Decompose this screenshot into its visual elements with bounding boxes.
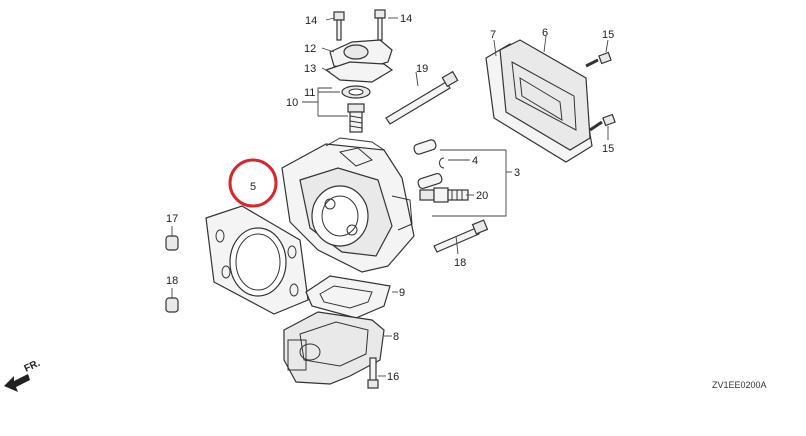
bolt-17[interactable] xyxy=(433,219,489,253)
front-marker-label: FR. xyxy=(23,358,42,375)
callout-18-lower[interactable]: 18 xyxy=(166,275,178,287)
callout-12[interactable]: 12 xyxy=(304,43,316,55)
diagram-code: ZV1EE0200A xyxy=(712,380,767,390)
spark-plug[interactable] xyxy=(419,187,469,203)
callout-15-upper[interactable]: 15 xyxy=(602,29,614,41)
front-marker: FR. xyxy=(4,358,42,392)
head-gasket[interactable] xyxy=(205,205,309,315)
callout-4[interactable]: 4 xyxy=(472,155,478,167)
callout-18-upper[interactable]: 17 xyxy=(166,213,178,225)
bolt-14-left xyxy=(333,11,345,41)
callout-19[interactable]: 19 xyxy=(416,63,428,75)
callout-6[interactable]: 6 xyxy=(542,27,548,39)
head-cover-assembly[interactable] xyxy=(485,39,616,163)
head-cover xyxy=(499,39,591,151)
front-arrow-icon xyxy=(4,374,30,392)
callout-10[interactable]: 10 xyxy=(286,97,298,109)
callout-7[interactable]: 7 xyxy=(490,29,496,41)
callout-17[interactable]: 18 xyxy=(454,257,466,269)
callout-8[interactable]: 8 xyxy=(393,331,399,343)
callout-9[interactable]: 9 xyxy=(399,287,405,299)
dowel-pin-upper[interactable] xyxy=(165,235,179,251)
highlight-circle xyxy=(228,158,278,208)
long-bolt-19[interactable] xyxy=(385,70,459,125)
breather-valve xyxy=(347,103,365,133)
breather-gasket xyxy=(324,61,394,83)
callout-13[interactable]: 13 xyxy=(304,63,316,75)
intake-insulator[interactable] xyxy=(283,311,385,385)
valve-guides[interactable] xyxy=(413,139,445,190)
callout-16[interactable]: 16 xyxy=(387,371,399,383)
callout-11[interactable]: 11 xyxy=(304,87,315,99)
bolt-14-right xyxy=(374,9,386,41)
leader-lines xyxy=(171,17,609,377)
manifold-gasket[interactable] xyxy=(305,275,391,319)
callout-3[interactable]: 3 xyxy=(514,167,520,179)
callout-20[interactable]: 20 xyxy=(476,190,488,202)
bolt-15-upper xyxy=(585,51,612,68)
breather-cover-assembly[interactable] xyxy=(324,9,394,133)
dowel-pin-lower[interactable] xyxy=(165,297,179,313)
callout-14-right[interactable]: 14 xyxy=(400,13,412,25)
callout-5[interactable]: 5 xyxy=(250,181,256,193)
cylinder-head[interactable] xyxy=(281,137,415,273)
callout-15-lower[interactable]: 15 xyxy=(602,143,614,155)
bolt-15-lower xyxy=(589,113,616,132)
callout-14-left[interactable]: 14 xyxy=(305,15,317,27)
bolt-16[interactable] xyxy=(367,357,379,389)
callouts: 14 14 12 13 11 10 19 7 6 15 15 4 3 20 18… xyxy=(166,13,614,383)
